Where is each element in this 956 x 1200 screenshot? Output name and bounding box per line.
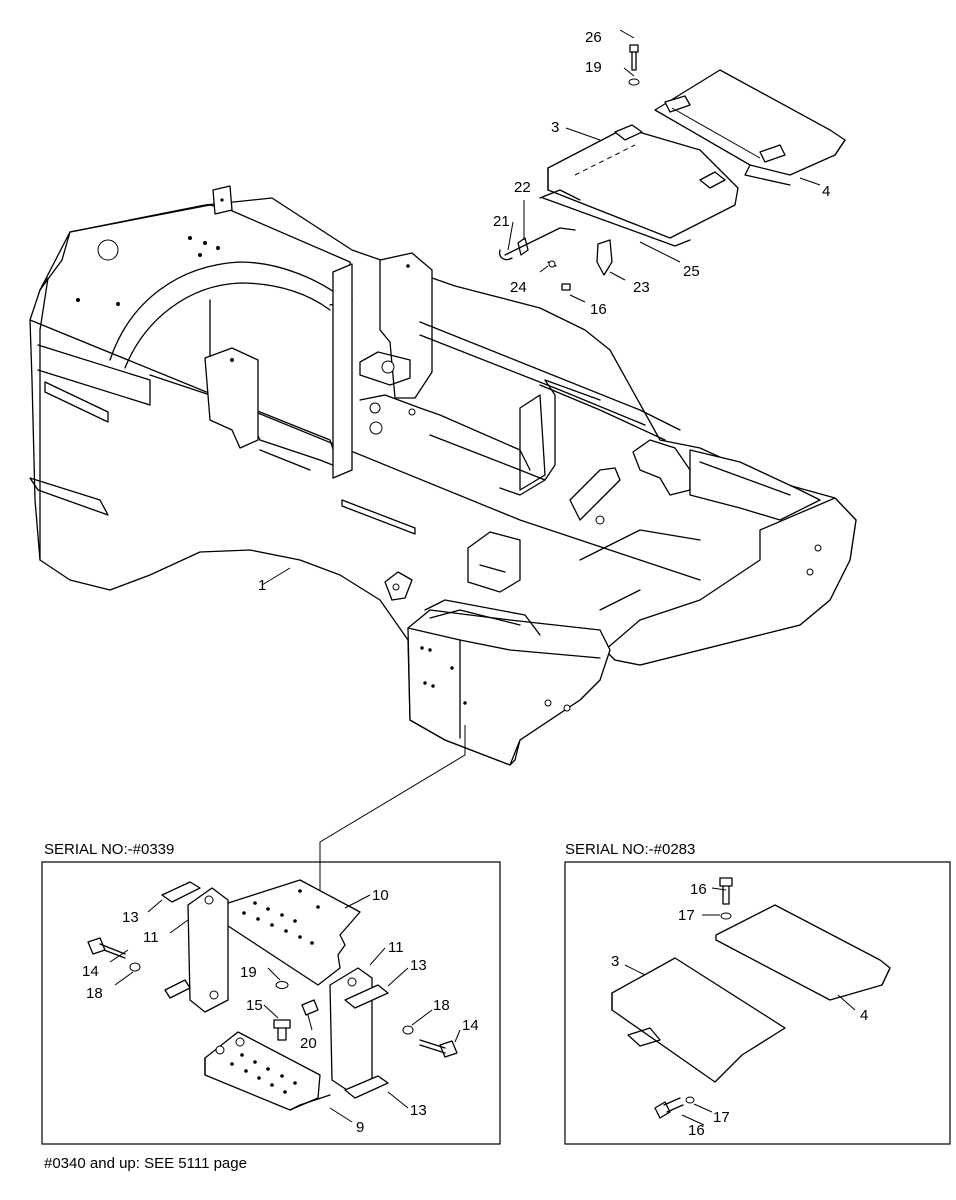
footnote: #0340 and up: SEE 5111 page bbox=[44, 1155, 247, 1172]
right-callout-4: 4 bbox=[860, 1007, 868, 1024]
cover-assembly-drawing bbox=[499, 29, 846, 303]
callout-16: 16 bbox=[590, 301, 607, 318]
right-callout-17-b: 17 bbox=[713, 1109, 730, 1126]
left-callout-11-b: 11 bbox=[388, 939, 404, 956]
right-callout-16-a: 16 bbox=[690, 881, 707, 898]
callout-4: 4 bbox=[822, 183, 830, 200]
left-callout-14-b: 14 bbox=[462, 1017, 479, 1034]
right-inset-frame bbox=[564, 861, 951, 1145]
right-inset-heading: SERIAL NO:-#0283 bbox=[565, 841, 695, 858]
callout-24: 24 bbox=[510, 279, 527, 296]
right-callout-17-a: 17 bbox=[678, 907, 695, 924]
right-callout-3: 3 bbox=[611, 953, 619, 970]
left-callout-19: 19 bbox=[240, 964, 257, 981]
callout-3: 3 bbox=[551, 119, 559, 136]
callout-26: 26 bbox=[585, 29, 602, 46]
left-inset-frame bbox=[41, 861, 501, 1145]
right-callout-16-b: 16 bbox=[688, 1122, 705, 1139]
callout-22: 22 bbox=[514, 179, 531, 196]
left-callout-18-b: 18 bbox=[433, 997, 450, 1014]
left-callout-9: 9 bbox=[356, 1119, 364, 1136]
right-inset bbox=[564, 861, 951, 1145]
callout-1: 1 bbox=[258, 577, 266, 594]
left-callout-13-c: 13 bbox=[410, 1102, 427, 1119]
left-callout-13-a: 13 bbox=[122, 909, 139, 926]
left-inset bbox=[41, 861, 501, 1145]
callout-19: 19 bbox=[585, 59, 602, 76]
callout-25: 25 bbox=[683, 263, 700, 280]
upper-frame-drawing bbox=[29, 185, 857, 905]
left-callout-14-a: 14 bbox=[82, 963, 99, 980]
left-callout-13-b: 13 bbox=[410, 957, 427, 974]
left-callout-18-a: 18 bbox=[86, 985, 103, 1002]
left-callout-11-a: 11 bbox=[143, 929, 159, 946]
callout-23: 23 bbox=[633, 279, 650, 296]
left-callout-10: 10 bbox=[372, 887, 389, 904]
callout-21: 21 bbox=[493, 213, 510, 230]
left-callout-20: 20 bbox=[300, 1035, 317, 1052]
left-callout-15: 15 bbox=[246, 997, 263, 1014]
left-inset-heading: SERIAL NO:-#0339 bbox=[44, 841, 174, 858]
